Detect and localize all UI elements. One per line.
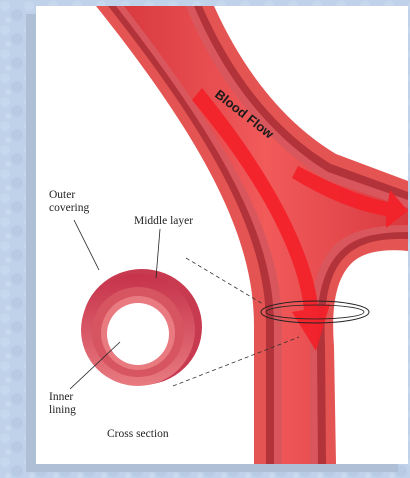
artery-figure: Blood Flow Outer covering Middle layer I… xyxy=(36,6,408,464)
label-cross-section: Cross section xyxy=(107,428,169,441)
leader-middle-layer xyxy=(156,229,160,278)
artery-illustration: Blood Flow xyxy=(36,6,408,464)
label-middle-layer: Middle layer xyxy=(134,215,193,228)
label-outer-covering: Outer covering xyxy=(49,189,89,215)
cross-section-ring xyxy=(81,269,202,386)
leader-outer-covering xyxy=(74,220,99,270)
label-inner-lining: Inner lining xyxy=(49,391,76,417)
